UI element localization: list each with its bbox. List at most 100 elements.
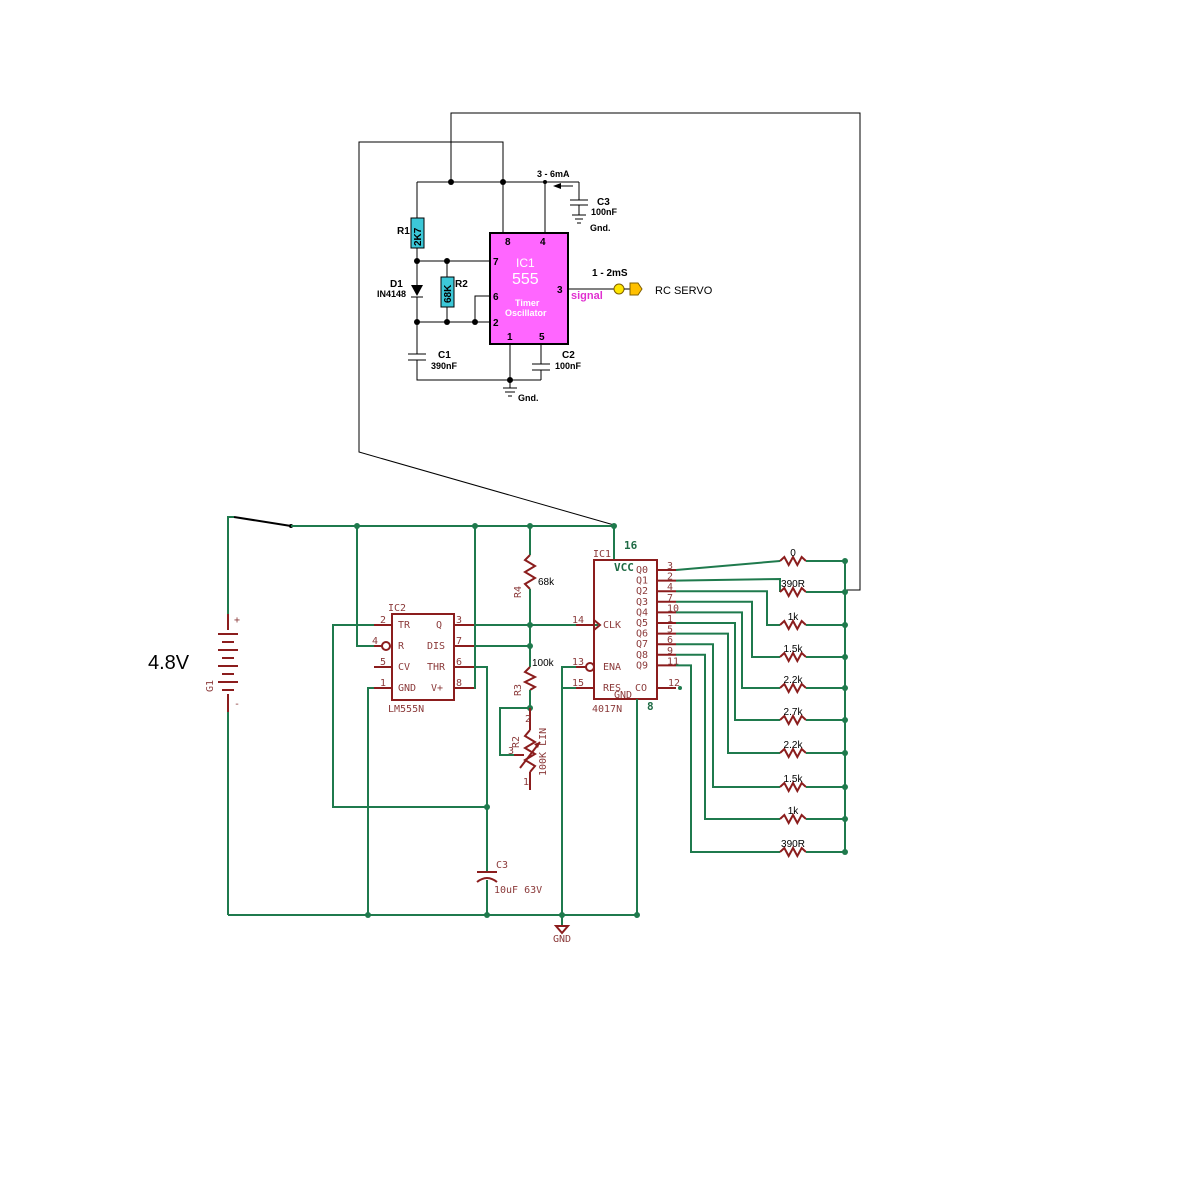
- gnd-label: GND: [553, 934, 571, 945]
- ladder-resistor: [779, 554, 807, 568]
- ic555-pin2: 2: [493, 318, 499, 329]
- ic4017-name: IC1: [593, 549, 611, 560]
- ic4017-ena-pin: 13: [572, 657, 584, 668]
- ladder-resistor-value: 1.5k: [784, 774, 804, 785]
- ic1-555-chip: [489, 232, 569, 345]
- ic555-desc2: Oscillator: [505, 308, 547, 318]
- ic2-part: LM555N: [388, 704, 424, 715]
- gnd-icon: [553, 925, 571, 935]
- ic555-pin1: 1: [507, 332, 513, 343]
- ic2-pin-dis: DIS: [427, 641, 445, 652]
- r2-pot-value: 100K LIN: [538, 728, 549, 776]
- ic4017-output-pin-number: 7: [667, 593, 673, 604]
- ic4017-output-label: Q2: [636, 586, 648, 597]
- ic2-num-1: 1: [380, 678, 386, 689]
- ic4017-output-pin-number: 10: [667, 603, 679, 614]
- ic4017-output-label: Q8: [636, 650, 648, 661]
- ic2-pin-tr: TR: [398, 620, 411, 631]
- pot-pin3: 3: [508, 746, 514, 757]
- ic2-num-2: 2: [380, 615, 386, 626]
- ic2-pin-r: R: [398, 641, 405, 652]
- ic2-pins: [374, 624, 474, 689]
- ic555-pin8: 8: [505, 237, 511, 248]
- bottom-circuit: 4.8V G1 + - GND IC2 LM555N TR R CV: [148, 516, 848, 945]
- ic2-num-3: 3: [456, 615, 462, 626]
- c3-label: C3: [597, 197, 610, 208]
- ic4017-output-label: Q6: [636, 629, 648, 640]
- r2-potentiometer[interactable]: [523, 729, 537, 773]
- r3-label: R3: [513, 684, 524, 696]
- ic2-num-6: 6: [456, 657, 462, 668]
- ic4017-output-pin-number: 1: [667, 614, 673, 625]
- pulse-label: 1 - 2mS: [592, 268, 628, 279]
- d1-diode: [411, 285, 423, 296]
- ic2-pin-gnd: GND: [398, 683, 416, 694]
- ic4017-res: RES: [603, 683, 621, 694]
- ic4017-output-pin-number: 2: [667, 572, 673, 583]
- r2-value: 68K: [443, 284, 454, 303]
- ic4017-output-label: Q7: [636, 639, 648, 650]
- gnd-bottom-label: Gnd.: [518, 393, 539, 403]
- ic555-pin4: 4: [540, 237, 546, 248]
- ic555-pin5: 5: [539, 332, 545, 343]
- ic4017-gnd: GND: [614, 690, 632, 701]
- ic4017-output-label: Q3: [636, 597, 648, 608]
- signal-connector: [613, 283, 625, 295]
- c3-capacitor: [476, 877, 498, 883]
- r4-resistor: [523, 554, 537, 590]
- ic2-pin-vplus: V+: [431, 683, 443, 694]
- ic4017-output-label: Q4: [636, 607, 648, 618]
- ic2-num-4: 4: [372, 636, 378, 647]
- ic555-pin7: 7: [493, 257, 499, 268]
- ic4017-output-pin-number: 3: [667, 561, 673, 572]
- ladder-resistor-value: 390R: [781, 579, 805, 590]
- ladder-resistor: [779, 618, 807, 632]
- c2-value: 100nF: [555, 361, 582, 371]
- ic4017-output-label: Q1: [636, 576, 648, 587]
- battery-minus: -: [234, 699, 240, 710]
- ic555-part: 555: [512, 271, 539, 288]
- ic4017-vcc: VCC: [614, 561, 634, 574]
- r2-pot-label: R2: [511, 736, 522, 748]
- ladder-resistor: [779, 585, 807, 599]
- ic4017-output-pin-number: 4: [667, 582, 673, 593]
- ic4017-pin8: 8: [647, 700, 654, 713]
- ladder-resistor: [779, 713, 807, 727]
- gnd-top-label: Gnd.: [590, 223, 611, 233]
- power-switch[interactable]: [233, 516, 292, 527]
- ladder-resistor: [779, 812, 807, 826]
- top-circuit: R1 2K7 R2 68K D1 IN4148 C1 390nF C2 100n…: [358, 112, 861, 591]
- feedback-wire-right: [450, 112, 861, 591]
- r1-label: R1: [397, 226, 410, 237]
- ladder-resistor-value: 390R: [781, 839, 805, 850]
- ic555-pin6: 6: [493, 292, 499, 303]
- rc-servo-label: RC SERVO: [655, 285, 713, 297]
- output-wire: [676, 664, 780, 853]
- ic2-num-7: 7: [456, 636, 462, 647]
- d1-label: D1: [390, 279, 403, 290]
- ic4017-pin16: 16: [624, 539, 638, 552]
- ic4017-co-pin: 12: [668, 678, 680, 689]
- battery-plus: +: [234, 615, 240, 626]
- ic4017-clk-pin: 14: [572, 615, 584, 626]
- ladder-resistor-value: 0: [790, 548, 796, 559]
- ic4017-co: CO: [635, 683, 647, 694]
- ladder-resistor: [779, 845, 807, 859]
- c1-value: 390nF: [431, 361, 458, 371]
- ic2-lm555-chip: [391, 613, 455, 701]
- pot-pin1: 1: [523, 777, 529, 788]
- ic4017-output-pin-number: 6: [667, 635, 673, 646]
- ic4017-output-label: Q9: [636, 660, 648, 671]
- output-wire: [676, 622, 780, 721]
- c2-label: C2: [562, 350, 575, 361]
- ic4017-ena: ENA: [603, 662, 621, 673]
- ladder-resistor: [779, 780, 807, 794]
- battery-voltage: 4.8V: [148, 652, 190, 674]
- output-wire: [675, 577, 781, 592]
- output-wire: [676, 590, 780, 626]
- ic4017-part: 4017N: [592, 704, 622, 715]
- ic4017-output-pin-number: 9: [667, 646, 673, 657]
- ic2-name: IC2: [388, 603, 406, 614]
